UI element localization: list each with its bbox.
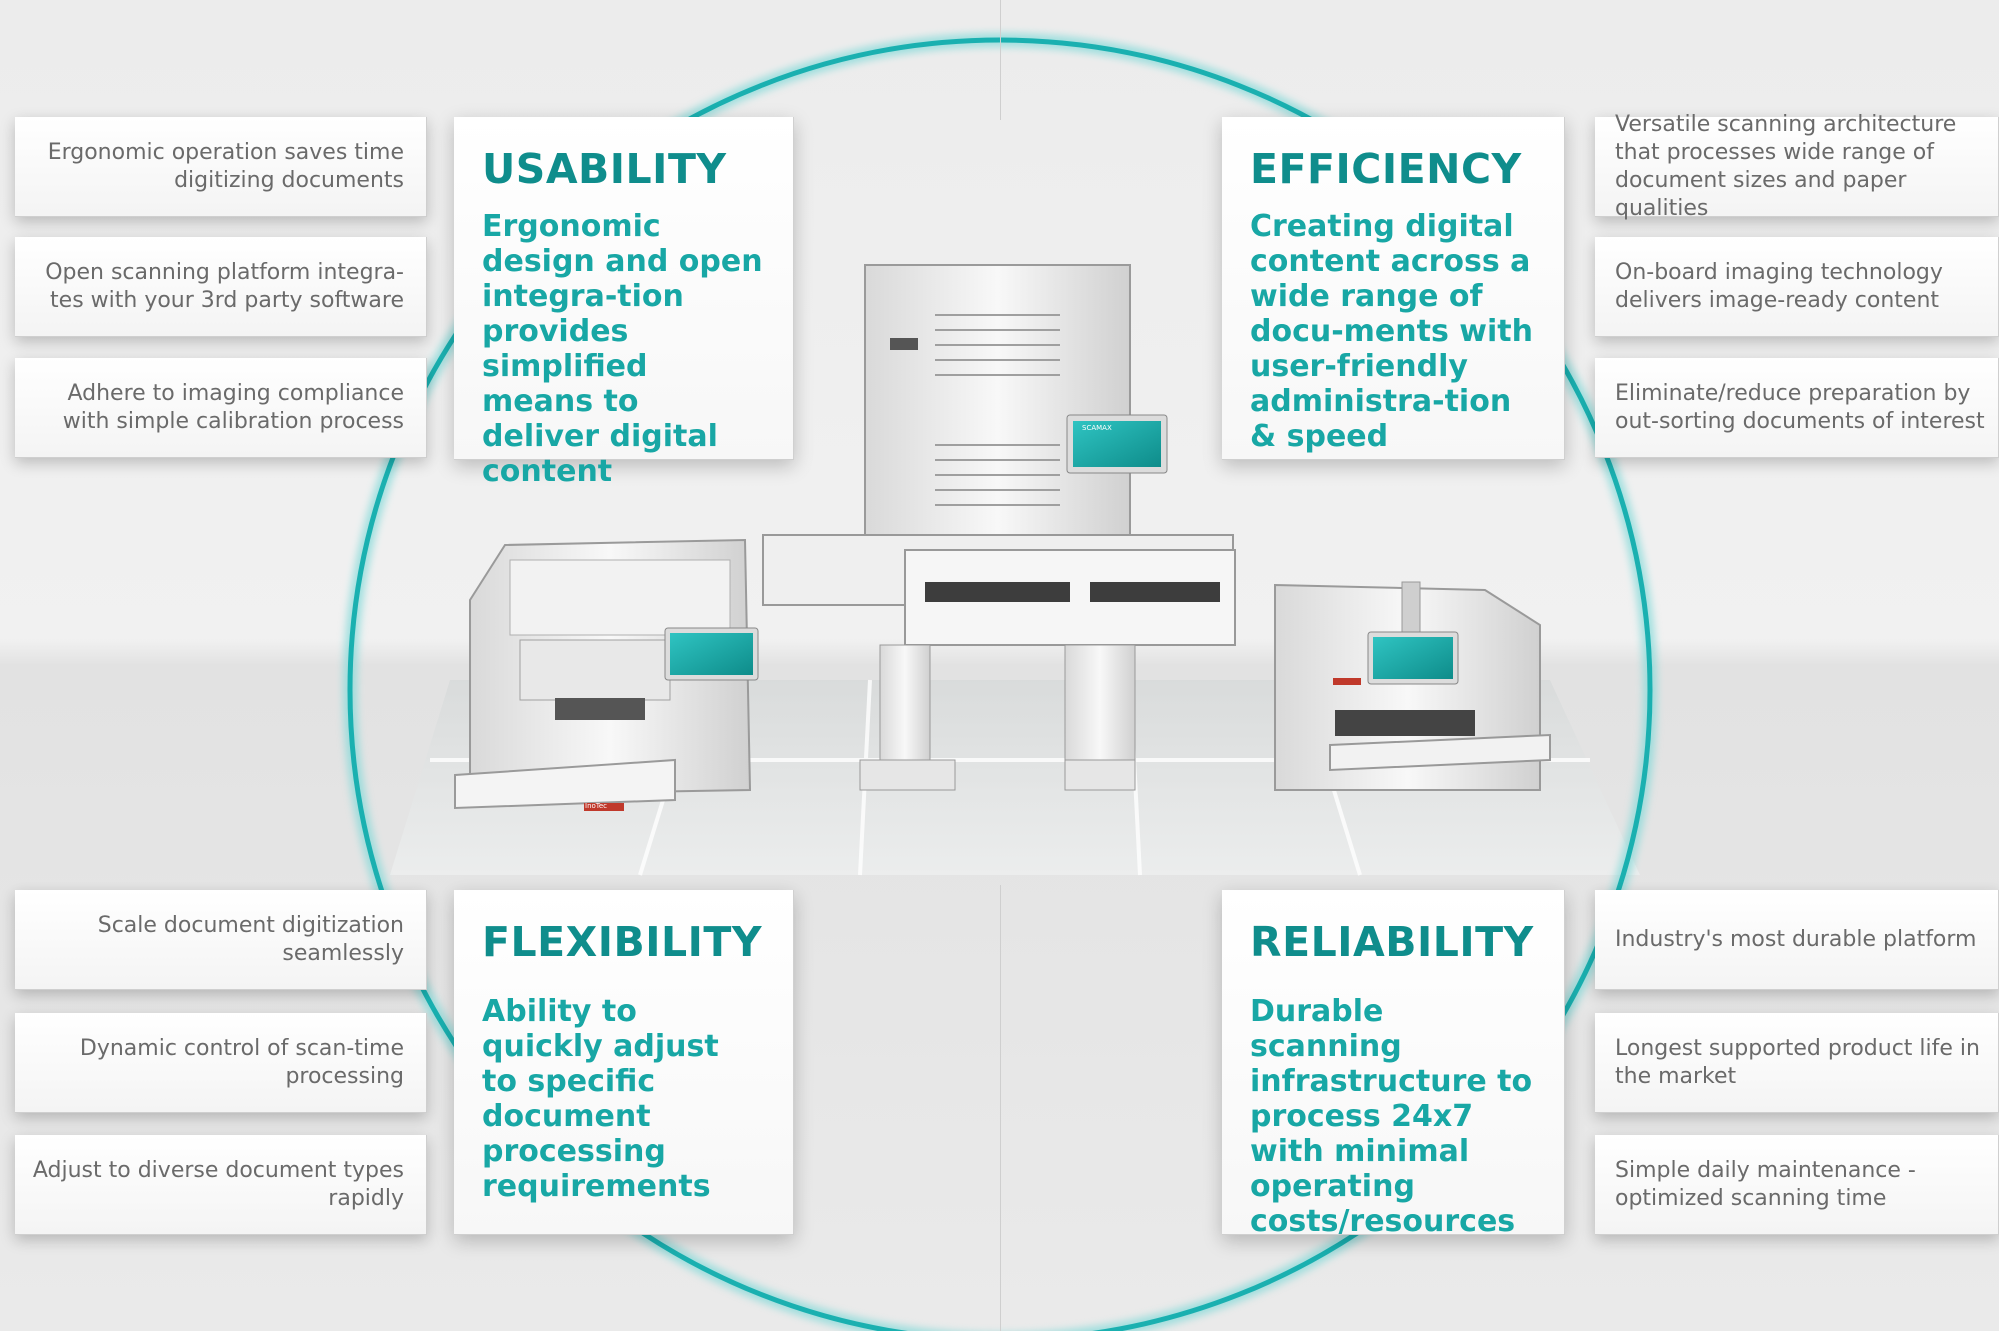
feature-text: Longest supported product life in the ma… — [1615, 1035, 1980, 1089]
pillar-usability: USABILITY Ergonomic design and open inte… — [454, 117, 794, 489]
feature-text: Dynamic control of scan-time processing — [79, 1035, 404, 1089]
feature-text: Open scanning platform integra-tes with … — [45, 259, 404, 313]
feature-card: Eliminate/reduce preparation by out-sort… — [1595, 358, 1999, 458]
scanner-right — [1274, 581, 1551, 791]
feature-card: Industry's most durable platform — [1595, 890, 1999, 990]
pillar-description: Ability to quickly adjust to specific do… — [482, 994, 719, 1204]
feature-text: On-board imaging technology delivers ima… — [1615, 259, 1943, 313]
feature-card: Ergonomic operation saves time digitizin… — [15, 117, 427, 217]
feature-text: Ergonomic operation saves time digitizin… — [47, 139, 404, 193]
pillar-title: USABILITY — [482, 145, 727, 193]
feature-card: Longest supported product life in the ma… — [1595, 1013, 1999, 1113]
feature-text: Adhere to imaging compliance with simple… — [62, 380, 404, 434]
feature-text: Versatile scanning architecture that pro… — [1615, 111, 1957, 221]
feature-card: Scale document digitization seamlessly — [15, 890, 427, 990]
feature-card: Adhere to imaging compliance with simple… — [15, 358, 427, 458]
feature-text: Simple daily maintenance - optimized sca… — [1615, 1157, 1916, 1211]
pillar-description: Ergonomic design and open integra-tion p… — [482, 209, 763, 489]
pillar-title: RELIABILITY — [1250, 918, 1534, 966]
feature-text: Industry's most durable platform — [1615, 926, 1977, 952]
pillar-description: Durable scanning infrastructure to proce… — [1250, 994, 1533, 1239]
pillar-efficiency: EFFICIENCY Creating digital content acro… — [1222, 117, 1565, 460]
feature-card: Dynamic control of scan-time processing — [15, 1013, 427, 1113]
feature-card: Open scanning platform integra-tes with … — [15, 237, 427, 337]
brand-label: InoTec — [585, 802, 608, 810]
pillar-reliability: RELIABILITY Durable scanning infrastruct… — [1222, 890, 1565, 1239]
pillar-description: Creating digital content across a wide r… — [1250, 209, 1533, 454]
pillar-title: FLEXIBILITY — [482, 918, 763, 966]
vertical-divider-top — [1000, 0, 1001, 120]
feature-text: Eliminate/reduce preparation by out-sort… — [1615, 380, 1985, 434]
pillar-title: EFFICIENCY — [1250, 145, 1522, 193]
feature-text: Scale document digitization seamlessly — [97, 912, 404, 966]
scanner-center — [762, 264, 1236, 791]
feature-card: Simple daily maintenance - optimized sca… — [1595, 1135, 1999, 1235]
vertical-divider-bottom — [1000, 885, 1001, 1331]
feature-card: Adjust to diverse document types rapidly — [15, 1135, 427, 1235]
feature-text: Adjust to diverse document types rapidly — [32, 1157, 404, 1211]
pillar-flexibility: FLEXIBILITY Ability to quickly adjust to… — [454, 890, 794, 1235]
feature-card: Versatile scanning architecture that pro… — [1595, 112, 1999, 221]
screen-label: SCAMAX — [1082, 424, 1112, 432]
scanner-left — [454, 538, 759, 811]
feature-card: On-board imaging technology delivers ima… — [1595, 237, 1999, 337]
